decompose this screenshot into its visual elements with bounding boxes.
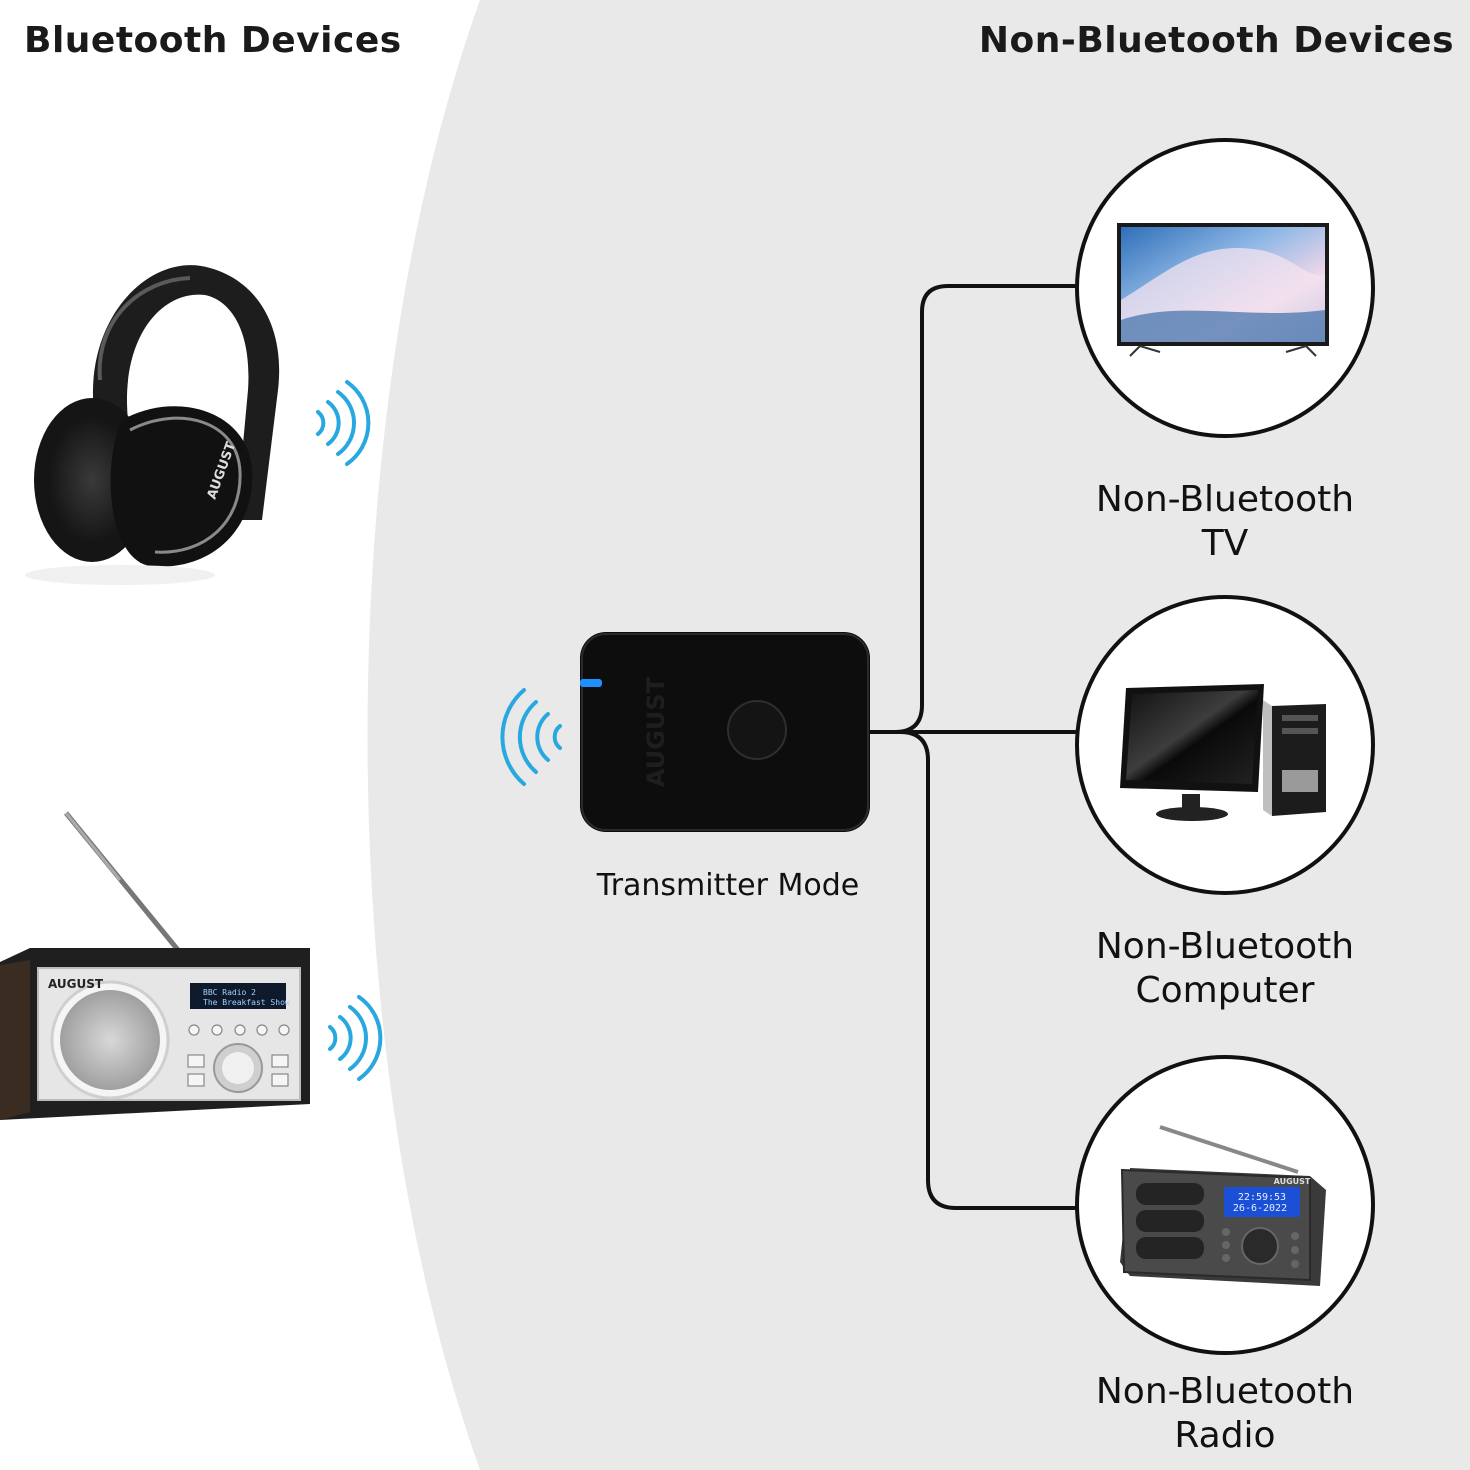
transmitter-brand-text: AUGUST xyxy=(642,676,670,787)
radio-display-line1: BBC Radio 2 xyxy=(203,988,256,997)
computer-caption-line1: Non-Bluetooth xyxy=(1095,926,1355,967)
computer-caption: Non-Bluetooth Computer xyxy=(1075,925,1375,1013)
tv-caption-line1: Non-Bluetooth xyxy=(1095,479,1355,520)
radio-display-line2: The Breakfast Show xyxy=(203,998,290,1007)
transmitter-mode-label: Transmitter Mode xyxy=(596,868,860,903)
signal-waves-icon xyxy=(500,688,562,786)
tv-caption-line2: TV xyxy=(1201,523,1249,564)
bluetooth-radio-icon: AUGUST BBC Radio 2 The Breakfast Show xyxy=(0,811,310,1120)
status-led xyxy=(580,679,602,687)
radio-caption-line1: Non-Bluetooth xyxy=(1095,1371,1355,1412)
bluetooth-devices-heading: Bluetooth Devices xyxy=(24,20,402,61)
portable-radio-time: 22:59:53 xyxy=(1238,1192,1286,1203)
radio-caption-line2: Radio xyxy=(1174,1415,1276,1456)
headphones-icon: AUGUST xyxy=(25,265,280,585)
portable-radio-date: 26-6-2022 xyxy=(1233,1203,1287,1214)
non-bluetooth-devices-heading: Non-Bluetooth Devices xyxy=(978,20,1454,61)
transmitter-button xyxy=(727,700,787,760)
portable-radio-brand: AUGUST xyxy=(1274,1177,1311,1186)
radio-caption: Non-Bluetooth Radio xyxy=(1075,1370,1375,1458)
computer-icon xyxy=(1120,684,1326,821)
signal-waves-icon xyxy=(328,995,383,1081)
portable-radio-icon: 22:59:53 26-6-2022 AUGUST xyxy=(1120,1125,1326,1286)
tv-icon xyxy=(1117,223,1329,357)
radio-brand-text: AUGUST xyxy=(48,977,104,991)
computer-caption-line2: Computer xyxy=(1135,970,1315,1011)
connector-lines xyxy=(868,284,1076,1210)
tv-caption: Non-Bluetooth TV xyxy=(1075,478,1375,566)
transmitter-device: AUGUST xyxy=(580,632,870,832)
signal-waves-icon xyxy=(316,380,371,466)
